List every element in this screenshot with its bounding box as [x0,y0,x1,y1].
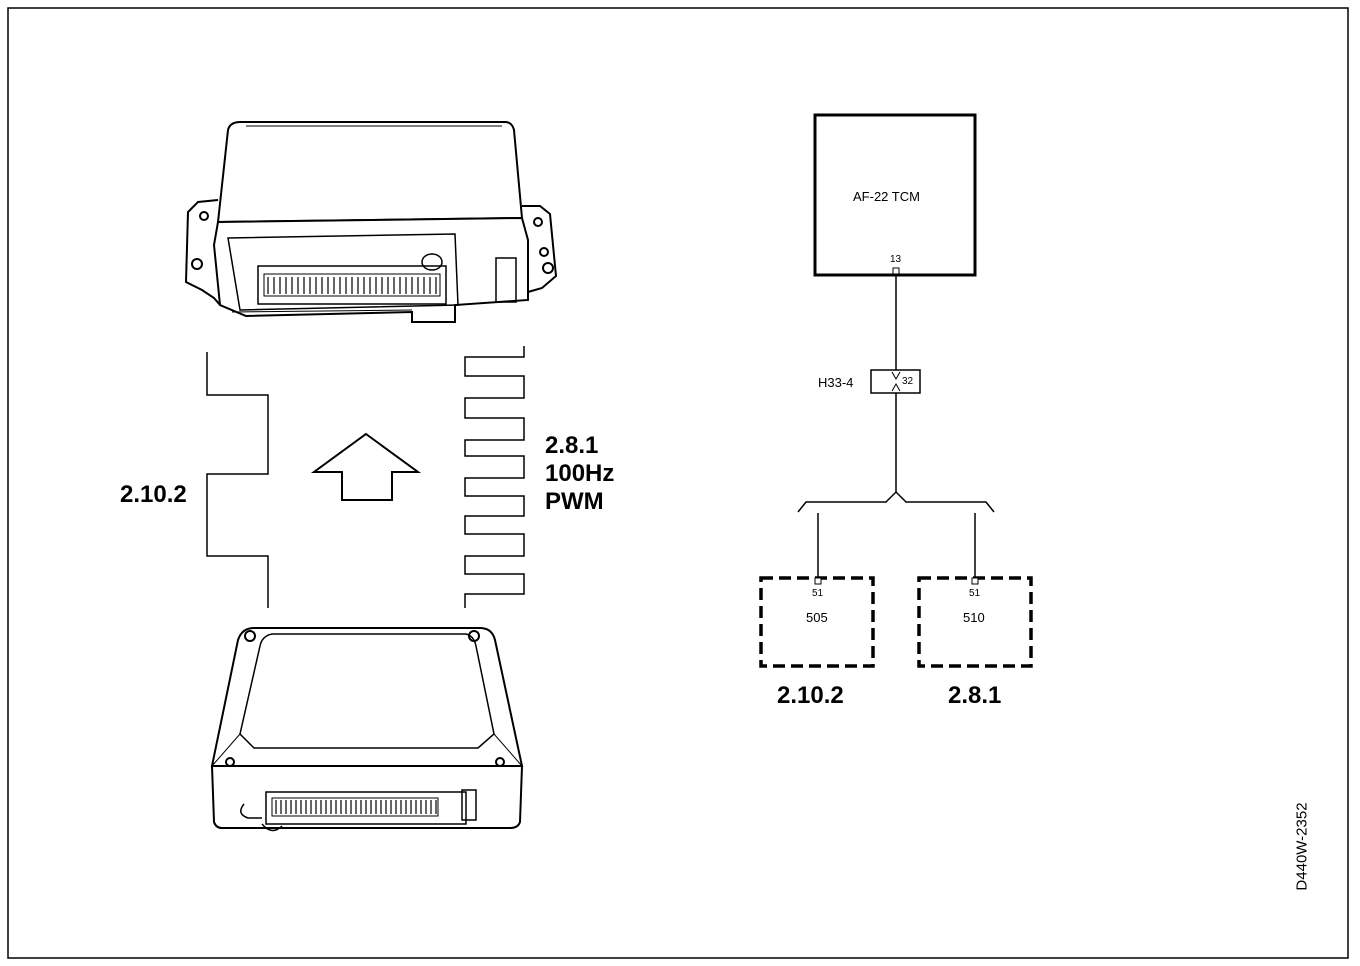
bottom-connector-pins [275,800,437,814]
signal-label-pwm: PWM [545,488,604,515]
splice-brace [797,490,995,513]
module-505-signal-label: 2.10.2 [777,682,844,709]
top-connector-pins [267,277,437,294]
module-510-id: 510 [963,610,985,625]
module-505-pin-marker [814,577,822,585]
bottom-control-unit-drawing [210,627,524,832]
outer-frame [7,7,1349,959]
tcm-label: AF-22 TCM [853,189,920,204]
figure-code: D440W-2352 [1293,802,1311,891]
tcm-box [813,113,977,277]
module-505-id: 505 [806,610,828,625]
top-control-unit-drawing [184,121,558,323]
module-505-pin-number: 51 [812,588,824,599]
connector-contact-icon [891,371,901,392]
connector-label: H33-4 [818,375,854,390]
module-510-signal-label: 2.8.1 [948,682,1002,709]
waveform-2-10-2 [206,352,269,608]
tcm-pin-number: 13 [890,254,902,265]
module-510-pin-marker [971,577,979,585]
signal-label-2-10-2: 2.10.2 [120,481,187,508]
up-arrow-icon [310,432,422,501]
waveform-2-8-1-pwm [464,346,525,608]
signal-label-2-8-1: 2.8.1 [545,432,599,459]
module-510-pin-number: 51 [969,588,981,599]
signal-label-100hz: 100Hz [545,460,615,487]
connector-pin-number: 32 [902,376,914,387]
tcm-pin-marker [892,267,900,275]
